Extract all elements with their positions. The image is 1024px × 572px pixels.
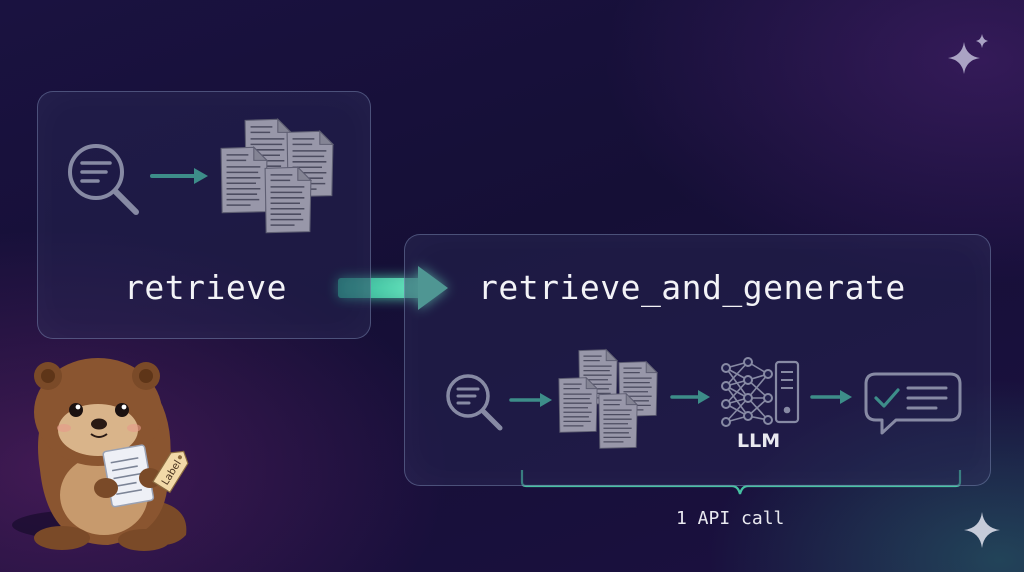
api-call-label: 1 API call [676,508,785,529]
retrieve-arrow [150,168,208,184]
search-icon [68,144,139,215]
chat-check-icon [864,372,962,435]
llm-label: LLM [737,430,781,452]
search-icon [446,374,503,431]
retrieve-and-generate-label: retrieve_and_generate [478,268,906,307]
retrieve-label: retrieve [124,268,287,307]
otter-mascot-icon: Label [12,358,189,551]
flow-arrow [509,393,552,407]
flow-arrow [810,390,852,404]
neural-network-server-icon [721,357,800,427]
retrieve-panel [37,91,371,339]
sparkle-icon [964,512,1000,548]
retrieve-and-generate-panel [404,234,991,486]
transition-arrow [338,266,448,310]
api-call-bracket [520,470,962,495]
sparkle-icon [948,34,988,74]
flow-arrow [670,390,710,404]
